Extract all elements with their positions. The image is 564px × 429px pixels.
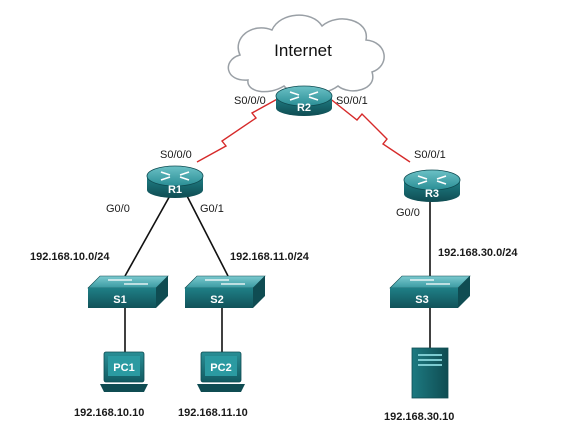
switch-arrows-icon <box>410 279 450 285</box>
router-r2-name: R2 <box>297 102 311 114</box>
server <box>411 347 449 399</box>
switch-s3-name: S3 <box>415 294 428 306</box>
router-r3: R3 <box>403 169 461 202</box>
r1-port-serial-label: S0/0/0 <box>160 149 192 161</box>
r2-port-left-label: S0/0/0 <box>234 95 266 107</box>
network-lan11-label: 192.168.11.0/24 <box>230 251 310 263</box>
router-arrows-icon <box>160 171 190 181</box>
r2-port-right-label: S0/0/1 <box>336 95 368 107</box>
pc1: PC1 <box>100 351 148 392</box>
r3-port-serial-label: S0/0/1 <box>414 149 446 161</box>
router-arrows-icon <box>289 91 319 101</box>
internet-cloud: Internet <box>227 14 385 95</box>
switch-s1: S1 <box>87 275 169 308</box>
switch-s3: S3 <box>389 275 471 308</box>
links <box>124 96 431 352</box>
serial-link-r2-r3 <box>327 96 411 163</box>
switch-arrows-icon <box>205 279 245 285</box>
serial-link-r1-r2 <box>196 96 282 163</box>
router-r3-name: R3 <box>425 188 439 200</box>
server-ip-label: 192.168.30.10 <box>384 411 454 423</box>
ethernet-link-r1-s1 <box>124 191 173 277</box>
pc2: PC2 <box>197 351 245 392</box>
switch-s1-name: S1 <box>113 294 126 306</box>
pc1-name: PC1 <box>113 362 134 374</box>
pc1-ip-label: 192.168.10.10 <box>74 407 144 419</box>
switch-arrows-icon <box>108 279 148 285</box>
pc2-name: PC2 <box>210 362 231 374</box>
router-r1-name: R1 <box>168 184 182 196</box>
pc2-ip-label: 192.168.11.10 <box>178 407 248 419</box>
switch-s2-name: S2 <box>210 294 223 306</box>
router-arrows-icon <box>417 175 447 185</box>
r1-port-g00-label: G0/0 <box>106 203 130 215</box>
router-r2: R2 <box>275 85 333 116</box>
r1-port-g01-label: G0/1 <box>200 203 224 215</box>
internet-label: Internet <box>274 41 332 60</box>
network-lan30-label: 192.168.30.0/24 <box>438 247 518 259</box>
switch-s2: S2 <box>184 275 266 308</box>
r3-port-g00-label: G0/0 <box>396 207 420 219</box>
network-lan10-label: 192.168.10.0/24 <box>30 251 110 263</box>
router-r1: R1 <box>146 165 204 198</box>
ethernet-link-r1-s2 <box>184 191 229 277</box>
